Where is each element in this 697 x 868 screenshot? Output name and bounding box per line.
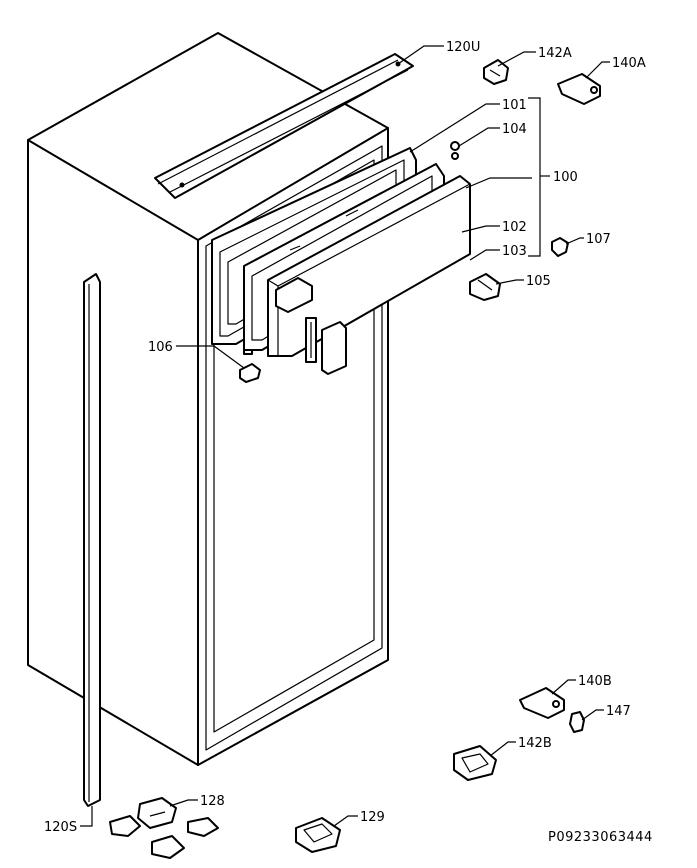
part-129-foot-bracket: [295, 817, 341, 853]
reference-code: P09233063444: [548, 830, 653, 845]
label-107: 107: [586, 232, 611, 247]
label-147: 147: [606, 704, 631, 719]
label-104: 104: [502, 122, 527, 137]
label-105: 105: [526, 274, 551, 289]
label-142b: 142B: [518, 736, 552, 751]
part-142a-clip: [483, 59, 509, 85]
label-102: 102: [502, 220, 527, 235]
label-142a: 142A: [538, 46, 572, 61]
part-147-pin: [569, 711, 585, 733]
leader-lines: [80, 45, 610, 827]
part-140b-hinge-plate: [519, 687, 565, 719]
label-140a: 140A: [612, 56, 646, 71]
label-101: 101: [502, 98, 527, 113]
part-102-outer-door: [267, 175, 471, 357]
label-120u: 120U: [446, 40, 480, 55]
part-128-feet-set: [109, 797, 219, 859]
part-106-plug: [239, 363, 261, 383]
label-120s: 120S: [44, 820, 77, 835]
part-107-stud: [551, 237, 569, 257]
cabinet-body: [27, 32, 389, 766]
part-120s-side-strip: [83, 273, 101, 807]
part-103-hinge-bracket: [305, 317, 347, 375]
label-129: 129: [360, 810, 385, 825]
label-106: 106: [148, 340, 173, 355]
label-100: 100: [553, 170, 578, 185]
part-120u-top-strip: [154, 53, 414, 199]
part-140a-hinge-plate: [557, 73, 601, 105]
assembly-100-bracket: [528, 97, 550, 257]
part-105-handle: [469, 273, 501, 301]
label-128: 128: [200, 794, 225, 809]
label-103: 103: [502, 244, 527, 259]
label-140b: 140B: [578, 674, 612, 689]
part-142b-bracket: [453, 745, 497, 781]
part-labels: 120U 142A 140A 101 104 100 102 103 107 1…: [44, 40, 646, 835]
